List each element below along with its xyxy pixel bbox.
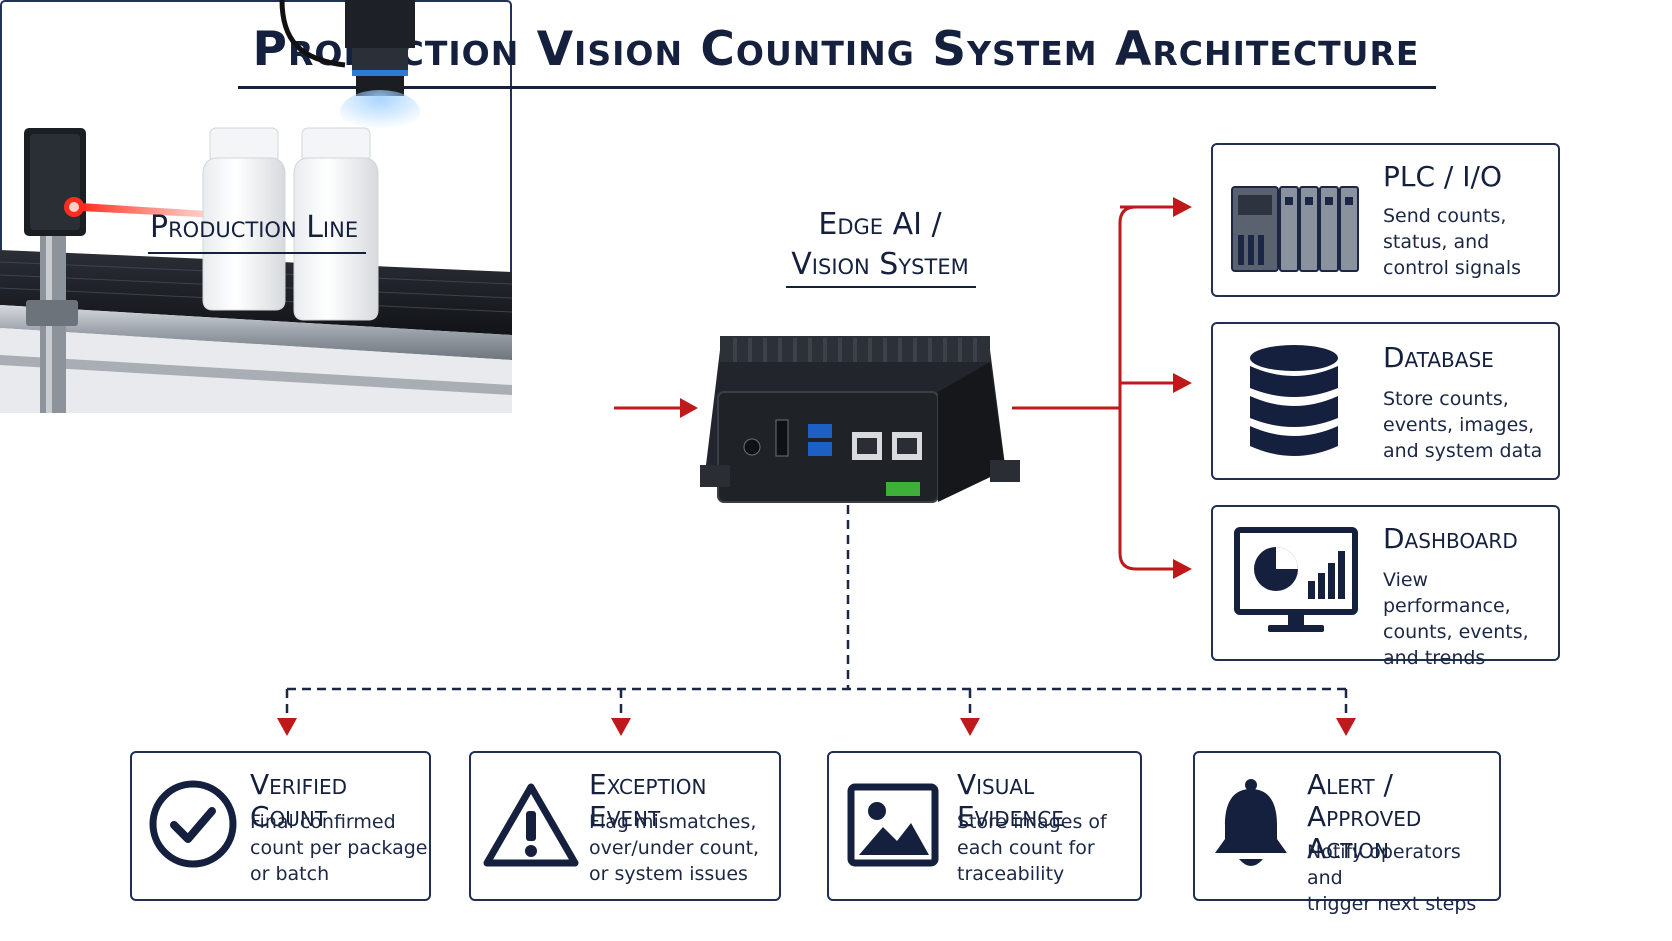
text-line: and system data <box>1383 440 1543 462</box>
text-line: traceability <box>957 863 1065 885</box>
text-line: status, and <box>1383 231 1490 253</box>
output-title-database: Database <box>1383 341 1494 374</box>
bell-icon <box>1215 779 1287 866</box>
title-underline <box>238 86 1436 89</box>
result-text-visual-evidence: Store images of each count for traceabil… <box>957 809 1107 887</box>
output-card-plc: PLC / I/O Send counts, status, and contr… <box>1211 143 1560 297</box>
output-text-dashboard: View performance, counts, events, and tr… <box>1383 567 1558 671</box>
result-text-verified-count: Final confirmed count per package or bat… <box>250 809 427 887</box>
production-line-label: Production Line <box>150 210 359 245</box>
arrows-to-outputs <box>1012 205 1175 571</box>
text-line: or batch <box>250 863 330 885</box>
edge-computer-icon <box>700 336 1020 503</box>
dashed-connectors <box>285 505 1348 718</box>
output-text-plc: Send counts, status, and control signals <box>1383 203 1521 281</box>
text-line: each count for <box>957 837 1095 859</box>
edge-label-underline <box>786 286 976 288</box>
title-line: Alert / <box>1307 768 1393 801</box>
text-line: Final confirmed <box>250 811 396 833</box>
result-card-exception-event: Exception Event Flag mismatches, over/un… <box>469 751 781 901</box>
text-line: and trends <box>1383 647 1486 669</box>
text-line: Store images of <box>957 811 1107 833</box>
image-icon <box>847 783 939 867</box>
text-line: counts, events, <box>1383 621 1529 643</box>
result-text-alert-action: Notify operators and trigger next steps <box>1307 839 1499 917</box>
output-title-dashboard: Dashboard <box>1383 522 1518 555</box>
output-card-database: Database Store counts, events, images, a… <box>1211 322 1560 480</box>
title-line: Approved Action <box>1307 800 1422 865</box>
production-line-illustration <box>0 0 512 413</box>
production-line-underline <box>148 252 366 254</box>
output-text-database: Store counts, events, images, and system… <box>1383 386 1542 464</box>
output-card-dashboard: Dashboard View performance, counts, even… <box>1211 505 1560 669</box>
text-line: events, images, <box>1383 414 1535 436</box>
text-line: count per package <box>250 837 428 859</box>
warning-triangle-icon <box>483 783 579 867</box>
edge-label-line2: Vision System <box>791 247 969 282</box>
text-line: Send counts, <box>1383 205 1507 227</box>
text-line: trigger next steps <box>1307 893 1477 915</box>
text-line: Store counts, <box>1383 388 1509 410</box>
text-line: or system issues <box>589 863 748 885</box>
result-title-alert-action: Alert / Approved Action <box>1307 769 1499 865</box>
check-circle-icon <box>149 780 237 868</box>
edge-label-line1: Edge AI / <box>818 207 942 242</box>
text-line: View performance, <box>1383 569 1511 617</box>
result-card-alert-action: Alert / Approved Action Notify operators… <box>1193 751 1501 915</box>
output-title-plc: PLC / I/O <box>1383 160 1502 193</box>
text-line: Flag mismatches, <box>589 811 757 833</box>
monitor-chart-icon <box>1234 527 1358 632</box>
production-line-panel <box>0 0 512 413</box>
text-line: control signals <box>1383 257 1522 279</box>
plc-rack-icon <box>1231 186 1359 272</box>
text-line: over/under count, <box>589 837 760 859</box>
edge-system-label: Edge AI / Vision System <box>780 205 980 285</box>
database-icon <box>1250 345 1338 456</box>
result-title-verified-count: Verified Count <box>250 768 348 833</box>
result-title-visual-evidence: Visual Evidence <box>957 768 1064 833</box>
result-card-visual-evidence: Visual Evidence Store images of each cou… <box>827 751 1142 901</box>
arrow-to-edge <box>614 398 698 418</box>
result-card-verified-count: Verified Count Final confirmed count per… <box>130 751 431 901</box>
text-line: Notify operators and <box>1307 841 1461 889</box>
result-text-exception-event: Flag mismatches, over/under count, or sy… <box>589 809 759 887</box>
page-title: Production Vision Counting System Archit… <box>252 22 1420 77</box>
result-title-exception-event: Exception Event <box>589 768 707 833</box>
